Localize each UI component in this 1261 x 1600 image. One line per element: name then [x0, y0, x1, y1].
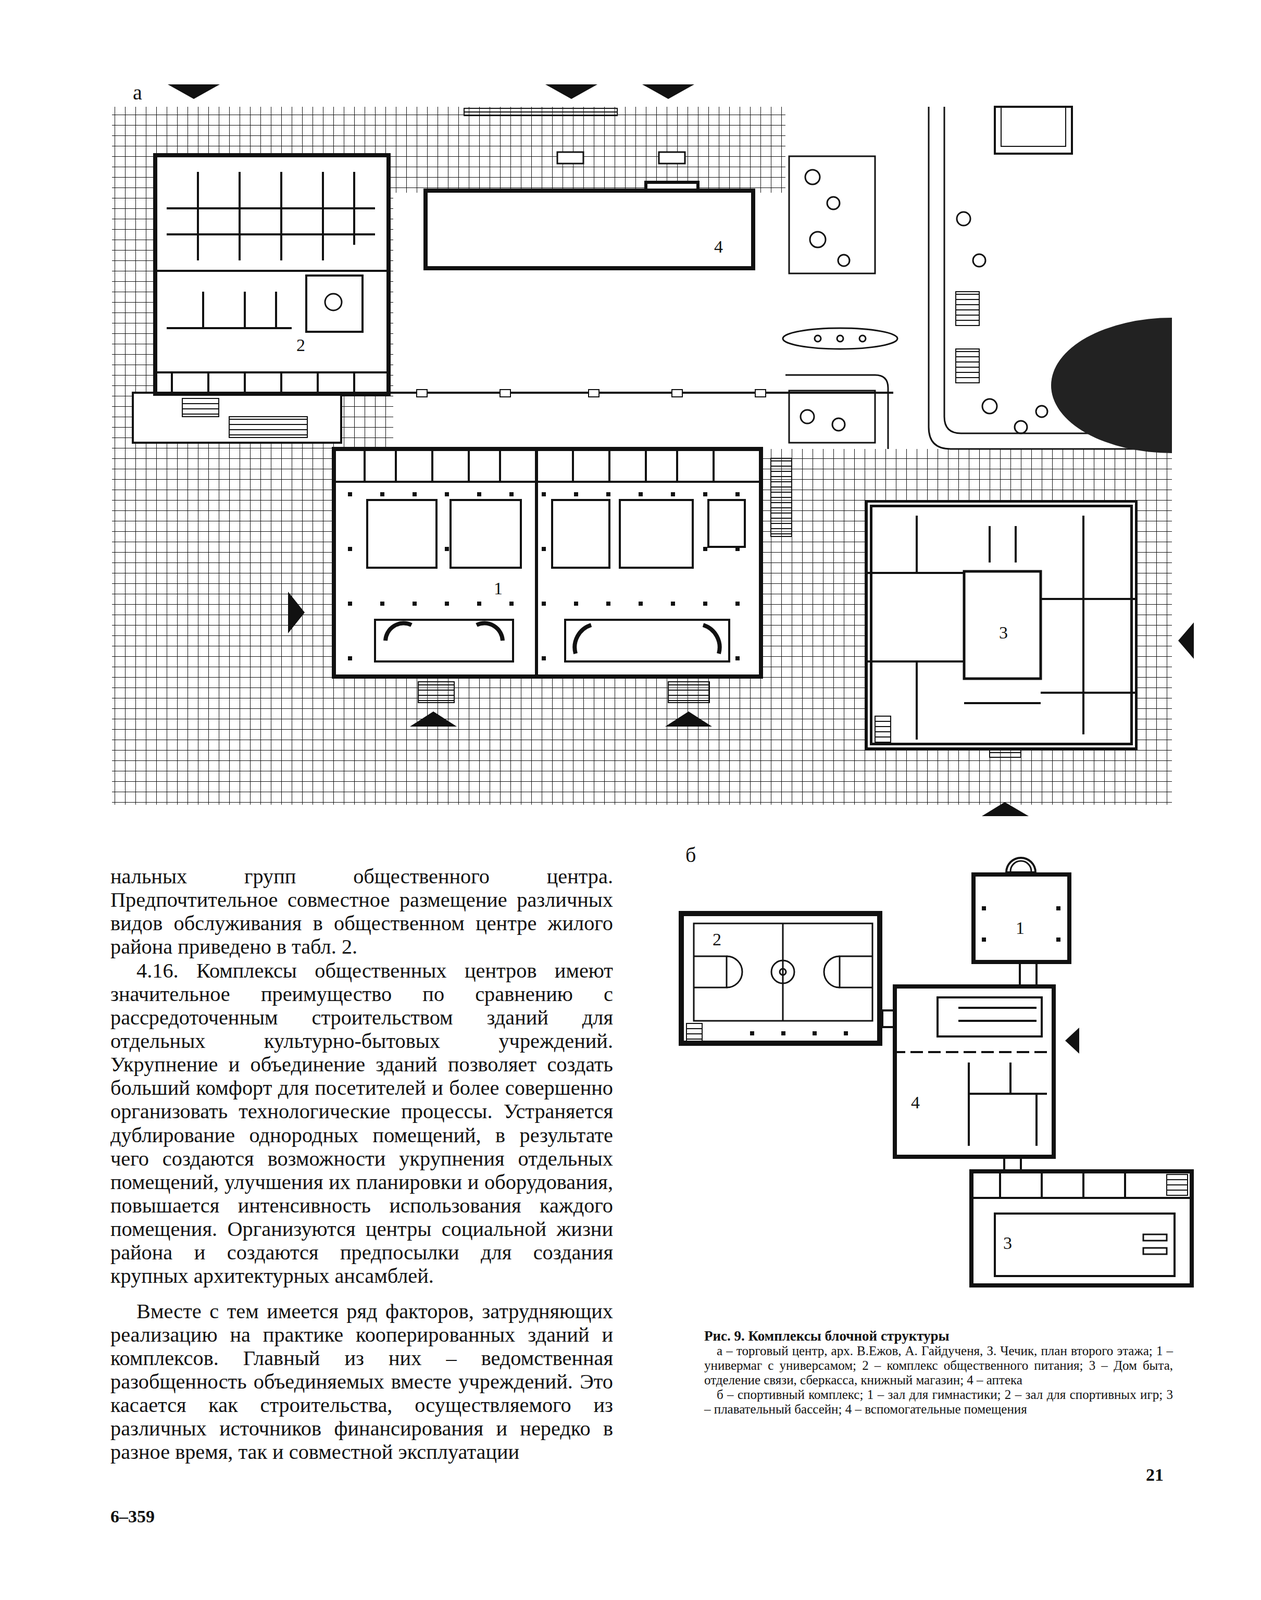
figure-letter: а	[132, 82, 143, 104]
page-number: 21	[1145, 1466, 1164, 1484]
callout-number: 3	[997, 623, 1010, 642]
caption-text: а – торговый центр, арх. В.Ежов, А. Гайд…	[704, 1343, 1173, 1388]
building-block: 2	[153, 153, 391, 396]
figure-letter: б	[685, 844, 696, 866]
callout-number: 1	[1014, 919, 1027, 938]
callout-number: 3	[1001, 1234, 1014, 1253]
figure-caption-title: Рис. 9. Комплексы блочной структуры	[704, 1328, 1173, 1344]
building-block: 1	[971, 872, 1072, 965]
text-column: нальных групп общественного центра. Пред…	[110, 864, 614, 1465]
building-block: 2	[678, 910, 883, 1046]
building-block: 3	[865, 500, 1138, 751]
building-block: 3	[969, 1169, 1194, 1288]
signature-mark: 6–359	[110, 1507, 155, 1526]
callout-number: 2	[710, 930, 723, 949]
building-block: 4	[423, 188, 756, 271]
caption-column: Рис. 9. Комплексы блочной структурыа – т…	[704, 1328, 1173, 1417]
building-block: 1	[331, 446, 764, 679]
callout-number: 2	[294, 336, 307, 355]
building-block: 4	[892, 984, 1056, 1159]
body-paragraph: нальных групп общественного центра. Пред…	[110, 864, 614, 959]
callout-number: 4	[712, 238, 725, 256]
caption-text: б – спортивный комплекс; 1 – зал для гим…	[704, 1387, 1173, 1417]
body-paragraph: 4.16. Комплексы общественных центров име…	[110, 958, 614, 1289]
callout-number: 1	[492, 579, 505, 598]
callout-number: 4	[909, 1093, 922, 1112]
body-paragraph: Вместе с тем имеется ряд факторов, затру…	[110, 1299, 614, 1465]
